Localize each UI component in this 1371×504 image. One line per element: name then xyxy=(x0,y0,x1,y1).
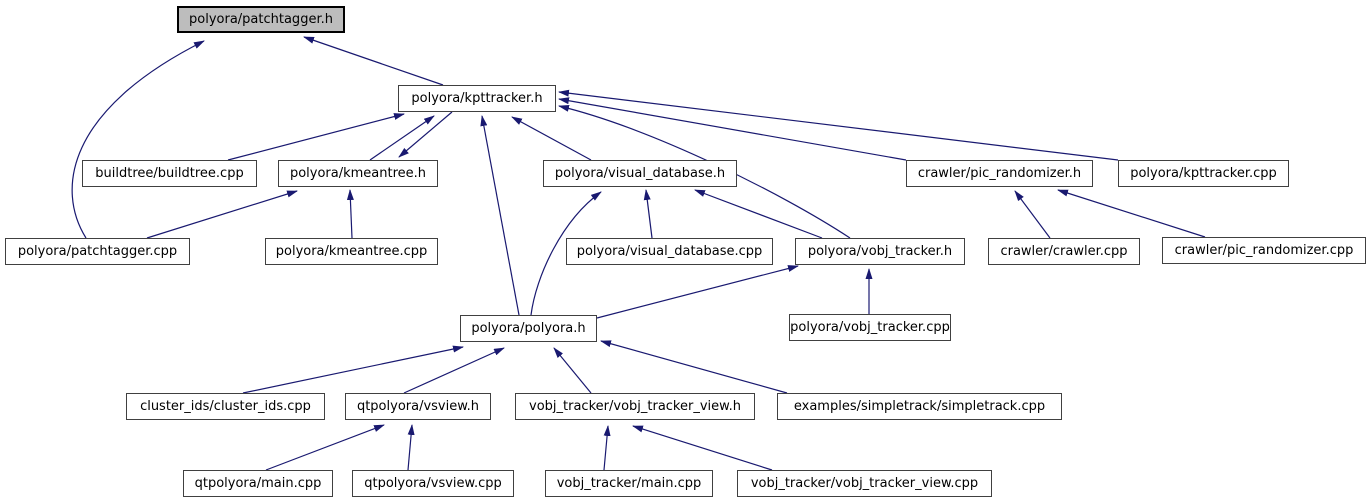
node-cluster_ids_cpp[interactable]: cluster_ids/cluster_ids.cpp xyxy=(126,393,325,420)
edge-vsview_h-to-polyora_h xyxy=(403,347,505,394)
edge-kpttracker_h-to-patchtagger_h xyxy=(303,36,444,86)
edge-vsview_cpp-to-vsview_h xyxy=(407,424,415,471)
node-kmeantree_cpp[interactable]: polyora/kmeantree.cpp xyxy=(265,238,438,265)
edge-kpttracker_h-to-kmeantree_h xyxy=(398,111,453,158)
edge-kmeantree_cpp-to-kmeantree_h xyxy=(346,189,354,239)
node-qt_main_cpp[interactable]: qtpolyora/main.cpp xyxy=(183,470,333,497)
node-vobj_tracker_h[interactable]: polyora/vobj_tracker.h xyxy=(795,238,965,265)
node-kmeantree_h[interactable]: polyora/kmeantree.h xyxy=(278,160,438,187)
edge-visual_database_cpp-to-visual_database_h xyxy=(643,189,653,239)
edge-vt_main_cpp-to-vobj_tracker_view_h xyxy=(603,425,611,471)
node-vsview_h[interactable]: qtpolyora/vsview.h xyxy=(345,393,491,420)
node-crawler_cpp[interactable]: crawler/crawler.cpp xyxy=(988,238,1140,265)
edge-kpttracker_cpp-to-kpttracker_h xyxy=(558,89,1119,161)
edge-cluster_ids_cpp-to-polyora_h xyxy=(242,345,464,394)
node-pic_randomizer_cpp[interactable]: crawler/pic_randomizer.cpp xyxy=(1162,237,1366,264)
node-vt_main_cpp[interactable]: vobj_tracker/main.cpp xyxy=(545,470,713,497)
node-buildtree_cpp[interactable]: buildtree/buildtree.cpp xyxy=(82,160,257,187)
edge-polyora_h-to-kpttracker_h xyxy=(480,115,520,316)
edge-qt_main_cpp-to-vsview_h xyxy=(265,424,385,471)
node-vobj_tracker_view_cpp[interactable]: vobj_tracker/vobj_tracker_view.cpp xyxy=(737,470,992,497)
node-visual_database_cpp[interactable]: polyora/visual_database.cpp xyxy=(566,238,773,265)
edge-pic_randomizer_cpp-to-pic_randomizer_h xyxy=(1057,189,1206,238)
edge-simpletrack_cpp-to-polyora_h xyxy=(600,340,788,394)
edge-buildtree_cpp-to-kpttracker_h xyxy=(227,113,405,161)
node-simpletrack_cpp[interactable]: examples/simpletrack/simpletrack.cpp xyxy=(777,393,1062,420)
node-vobj_tracker_view_h[interactable]: vobj_tracker/vobj_tracker_view.h xyxy=(515,393,755,420)
edge-patchtagger_cpp-to-patchtagger_h xyxy=(71,40,205,239)
edge-vobj_tracker_view_h-to-polyora_h xyxy=(553,347,592,394)
node-vobj_tracker_cpp[interactable]: polyora/vobj_tracker.cpp xyxy=(789,314,951,341)
edge-kmeantree_h-to-kpttracker_h xyxy=(369,115,435,161)
edge-crawler_cpp-to-pic_randomizer_h xyxy=(1014,190,1051,239)
edge-visual_database_h-to-kpttracker_h xyxy=(511,116,592,161)
node-kpttracker_h[interactable]: polyora/kpttracker.h xyxy=(398,85,556,112)
node-polyora_h[interactable]: polyora/polyora.h xyxy=(460,315,597,342)
edge-polyora_h-to-vobj_tracker_h xyxy=(596,265,799,319)
edge-patchtagger_cpp-to-kmeantree_h xyxy=(146,190,298,239)
node-pic_randomizer_h[interactable]: crawler/pic_randomizer.h xyxy=(906,160,1093,187)
node-patchtagger_cpp[interactable]: polyora/patchtagger.cpp xyxy=(5,238,190,265)
edge-vobj_tracker_h-to-visual_database_h xyxy=(694,189,823,239)
node-vsview_cpp[interactable]: qtpolyora/vsview.cpp xyxy=(352,470,514,497)
edge-pic_randomizer_h-to-kpttracker_h xyxy=(558,97,907,161)
edge-vobj_tracker_view_cpp-to-vobj_tracker_view_h xyxy=(632,425,773,471)
node-patchtagger_h: polyora/patchtagger.h xyxy=(177,6,345,33)
node-kpttracker_cpp[interactable]: polyora/kpttracker.cpp xyxy=(1118,160,1289,187)
node-visual_database_h[interactable]: polyora/visual_database.h xyxy=(543,160,737,187)
